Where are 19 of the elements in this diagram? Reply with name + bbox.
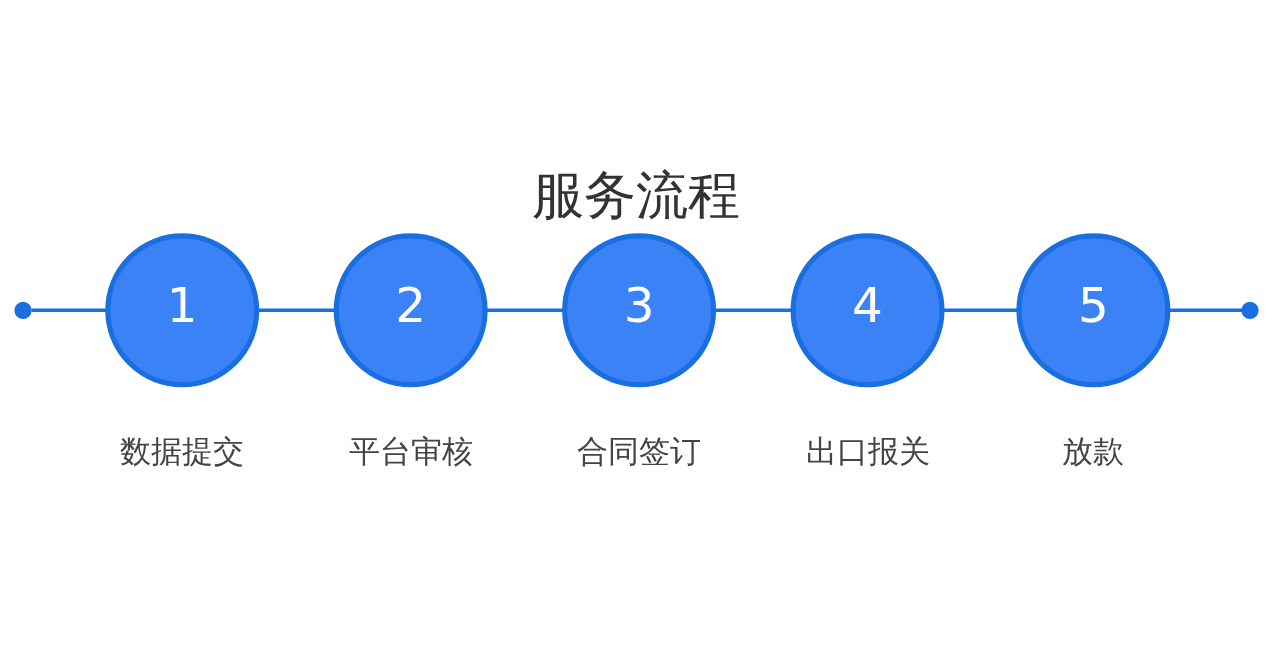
node-circle — [14, 301, 32, 319]
diagram-title: 服务流程 — [532, 165, 741, 226]
node-circle: 5 — [1016, 233, 1171, 388]
node-label: 放款 — [1062, 432, 1125, 469]
node-circle — [1241, 301, 1259, 319]
connector — [1168, 308, 1243, 313]
connector — [942, 308, 1019, 313]
node-label: 数据提交 — [120, 432, 245, 469]
node-circle: 4 — [790, 233, 945, 388]
node-label: 平台审核 — [348, 432, 473, 469]
node-circle: 1 — [105, 233, 260, 388]
node-circle: 2 — [333, 233, 488, 388]
node-label: 出口报关 — [805, 432, 930, 469]
node-circle: 3 — [562, 233, 717, 388]
connector — [257, 308, 336, 313]
connector — [485, 308, 564, 313]
node-label: 合同签订 — [577, 432, 702, 469]
connector — [31, 308, 108, 313]
connector — [713, 308, 793, 313]
